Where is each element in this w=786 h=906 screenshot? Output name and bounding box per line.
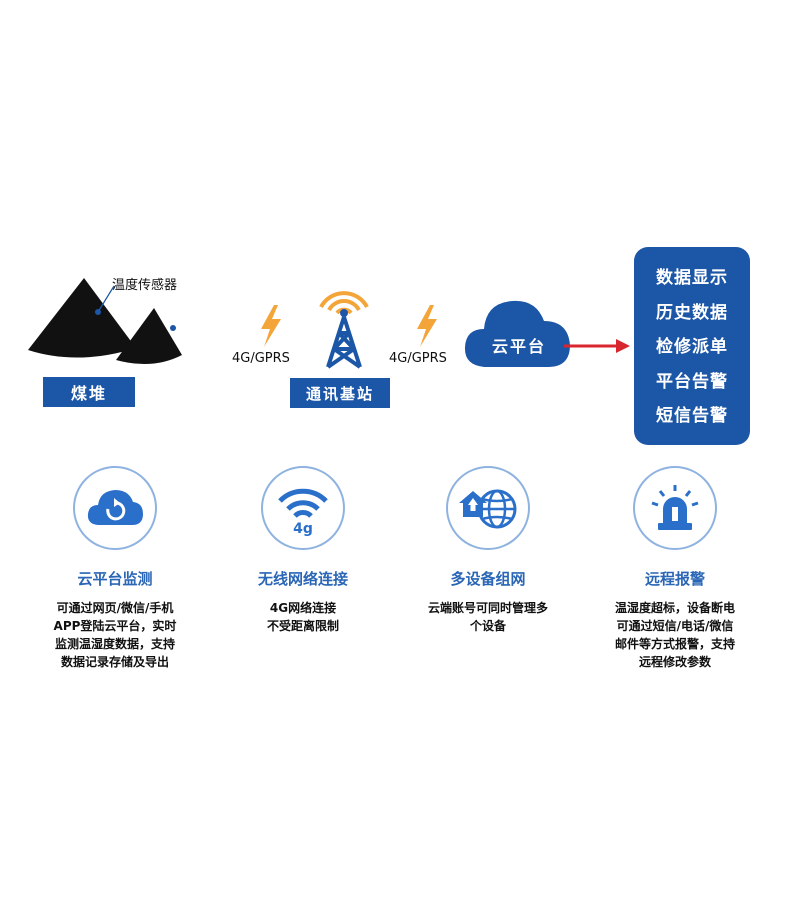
feature-title: 云平台监测 — [77, 570, 153, 588]
signal-label-left: 4G/GPRS — [232, 351, 290, 366]
cloud-platform-icon — [464, 300, 570, 367]
feature-title: 远程报警 — [644, 570, 705, 588]
feature-remote-alarm: 远程报警 温湿度超标，设备断电 可通过短信/电话/微信 邮件等方式报警，支持 远… — [580, 466, 770, 671]
lightning-bolt-icon — [417, 305, 437, 347]
lightning-bolt-icon — [261, 305, 281, 347]
feature-description: 温湿度超标，设备断电 可通过短信/电话/微信 邮件等方式报警，支持 远程修改参数 — [614, 601, 735, 669]
feature-description: 4G网络连接 不受距离限制 — [266, 601, 339, 633]
station-label: 通讯基站 — [290, 378, 390, 408]
function-item: 平台告警 — [656, 371, 728, 392]
globe-network-icon — [446, 466, 530, 550]
feature-title: 多设备组网 — [450, 570, 526, 588]
function-item: 短信告警 — [656, 406, 728, 426]
wifi-4g-icon: 4g — [261, 466, 345, 550]
feature-cloud-monitoring: 云平台监测 可通过网页/微信/手机 APP登陆云平台，实时 监测温湿度数据，支持… — [20, 466, 210, 671]
function-list-box: 数据显示 历史数据 检修派单 平台告警 短信告警 — [634, 247, 750, 445]
cloud-refresh-icon — [73, 466, 157, 550]
svg-text:4g: 4g — [293, 521, 313, 537]
function-item: 数据显示 — [656, 268, 728, 288]
sensor-label: 温度传感器 — [112, 278, 178, 293]
function-item: 检修派单 — [656, 337, 728, 357]
function-item: 历史数据 — [656, 302, 728, 323]
feature-wireless: 4g 无线网络连接 4G网络连接 不受距离限制 — [208, 466, 398, 635]
cloud-label: 云平台 — [491, 337, 546, 356]
coal-pile-illustration — [28, 278, 182, 364]
feature-description: 云端账号可同时管理多 个设备 — [427, 601, 548, 633]
signal-label-right: 4G/GPRS — [389, 351, 447, 366]
feature-title: 无线网络连接 — [257, 570, 348, 588]
feature-multi-device: 多设备组网 云端账号可同时管理多 个设备 — [393, 466, 583, 635]
arrow-icon — [564, 339, 630, 353]
alarm-light-icon — [633, 466, 717, 550]
feature-description: 可通过网页/微信/手机 APP登陆云平台，实时 监测温湿度数据，支持 数据记录存… — [53, 601, 177, 669]
coal-pile-label: 煤堆 — [43, 377, 135, 407]
cell-tower-icon — [319, 291, 369, 369]
